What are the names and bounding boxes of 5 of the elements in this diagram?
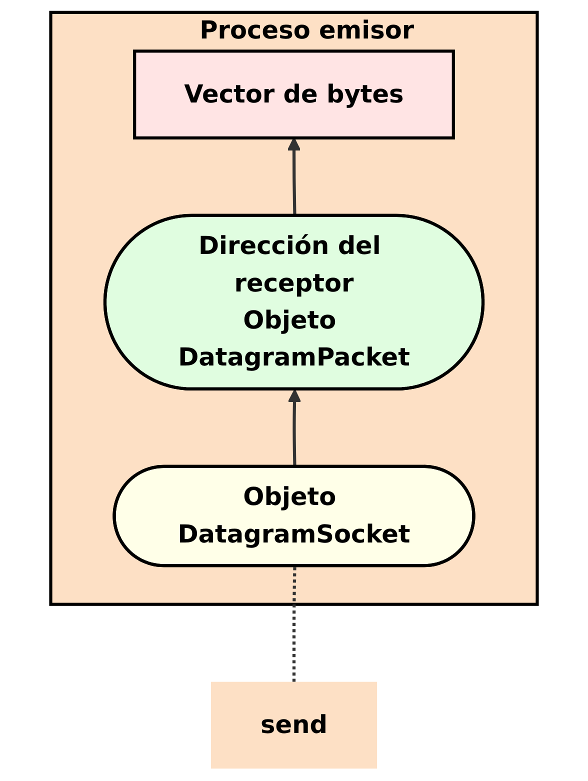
arrow xyxy=(288,389,302,468)
connector xyxy=(292,566,296,682)
arrow xyxy=(287,137,301,216)
node-box: Vector de bytes xyxy=(133,50,455,140)
node-box: send xyxy=(210,682,378,769)
